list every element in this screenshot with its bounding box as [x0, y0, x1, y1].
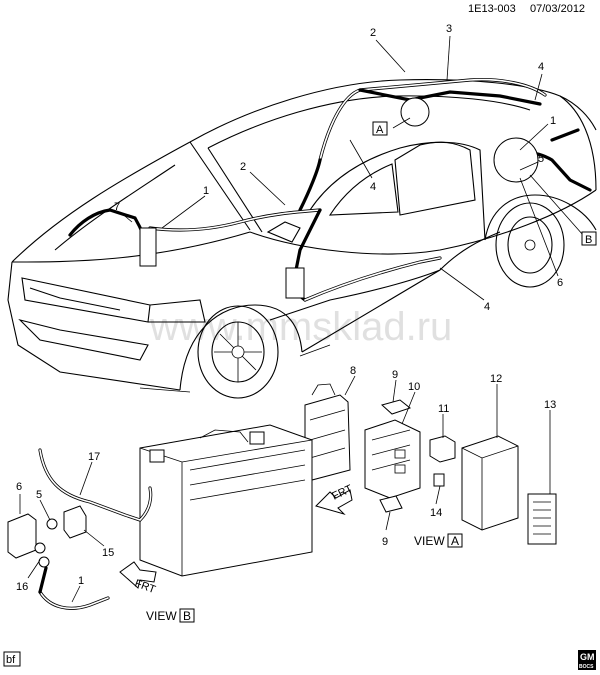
- callout-2-roof: 2: [370, 27, 376, 39]
- diagram-date: 07/03/2012: [530, 3, 585, 15]
- callout-17: 17: [88, 451, 100, 463]
- view-a-title: VIEW: [414, 534, 445, 548]
- callout-16: 16: [16, 581, 28, 593]
- gm-logo-bottom: BOCS: [579, 664, 594, 670]
- callout-1-front: 1: [203, 185, 209, 197]
- callout-6-battery: 6: [16, 481, 22, 493]
- diagram-code: 1E13-003: [468, 3, 516, 15]
- callout-15: 15: [102, 547, 114, 559]
- callout-9-bottom: 9: [382, 536, 388, 548]
- callout-6-rear: 6: [557, 277, 563, 289]
- view-b-title: VIEW: [146, 609, 177, 623]
- car-callouts: 1 2 2 3 4 4 4 1 5 6 7 A B: [114, 23, 597, 313]
- callout-5-battery: 5: [36, 489, 42, 501]
- body-wiring-harness: [68, 78, 592, 302]
- view-a-marker: A: [376, 124, 384, 136]
- callout-3: 3: [446, 23, 452, 35]
- car-body-outline: [7, 79, 597, 399]
- callout-8: 8: [350, 365, 356, 377]
- view-b-letter: B: [183, 609, 191, 623]
- callout-5-rear: 5: [538, 153, 544, 165]
- footer-tag: bf: [6, 654, 16, 666]
- callout-2-front: 2: [240, 161, 246, 173]
- callout-7: 7: [114, 201, 120, 213]
- view-b-parts: FRT: [7, 424, 313, 610]
- view-a-letter: A: [451, 534, 459, 548]
- callout-10: 10: [408, 381, 420, 393]
- callout-4-roof-right: 4: [538, 61, 544, 73]
- callout-4-rocker: 4: [484, 301, 490, 313]
- callout-4-pillar: 4: [370, 181, 376, 193]
- callout-14: 14: [430, 507, 442, 519]
- footer: bf GM BOCS: [3, 650, 596, 670]
- callout-9-top: 9: [392, 369, 398, 381]
- callout-11: 11: [438, 403, 449, 415]
- view-a-callouts: 8 9 10 11 12 13 14 9 VIEW A: [344, 365, 556, 548]
- gm-logo-top: GM: [580, 652, 595, 662]
- gm-logo: [578, 650, 596, 670]
- view-b-marker: B: [585, 234, 592, 246]
- callout-1-rear: 1: [550, 115, 556, 127]
- view-a-parts: FRT: [304, 383, 557, 545]
- callout-13: 13: [544, 399, 556, 411]
- callout-12: 12: [490, 373, 502, 385]
- callout-1-battery: 1: [78, 575, 84, 587]
- view-b-callouts: 17 6 5 15 16 1 VIEW B: [16, 451, 195, 623]
